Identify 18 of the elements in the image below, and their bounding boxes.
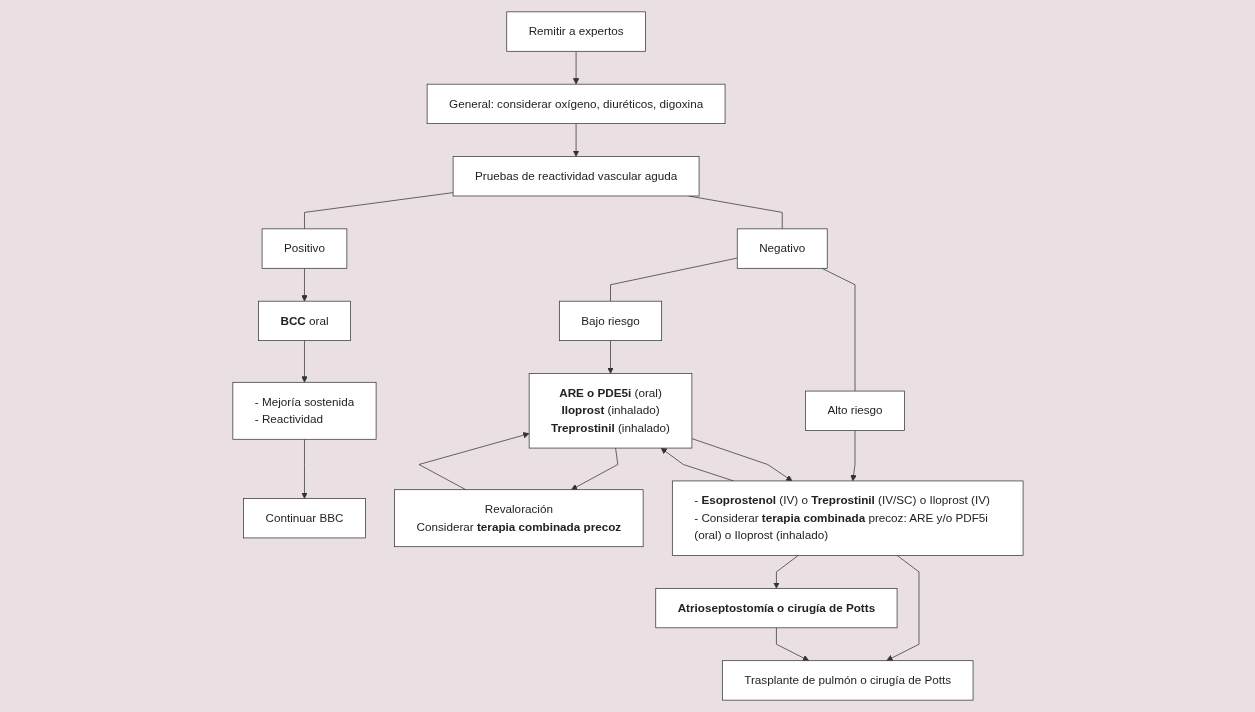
node-box: Bajo riesgo xyxy=(558,300,662,341)
connector xyxy=(303,192,453,230)
node-box: Alto riesgo xyxy=(804,390,905,431)
node-box: Pruebas de reactividad vascular aguda xyxy=(452,156,699,197)
node-box: - Mejoría sostenida - Reactividad xyxy=(232,381,376,440)
node-box: Trasplante de pulmón o cirugía de Potts xyxy=(721,660,973,701)
node-box: Positivo xyxy=(261,228,347,269)
connector xyxy=(821,267,855,392)
node-box: Continuar BBC xyxy=(242,498,366,539)
node-box: Revaloración Considerar terapia combinada precoz xyxy=(393,489,644,548)
node-box: Negativo xyxy=(736,228,828,269)
node-box: ARE o PDE5i (oral) Iloprost (inhalado) Treprostinil (inhalado) xyxy=(528,373,692,449)
node-box: Atrioseptostomía o cirugía de Potts xyxy=(654,588,897,629)
node-box: Remitir a expertos xyxy=(505,11,646,52)
node-box: General: considerar oxígeno, diuréticos, digoxina xyxy=(426,83,725,124)
node-box: - Esoprostenol (IV) o Treprostinil (IV/SC) o Iloprost (IV) - Considerar terapia combinada precoz: ARE y/o PDF5i (oral) o Iloprost (inhalado) xyxy=(671,480,1023,556)
connector xyxy=(609,257,738,302)
node-box: BCC oral xyxy=(257,300,351,341)
